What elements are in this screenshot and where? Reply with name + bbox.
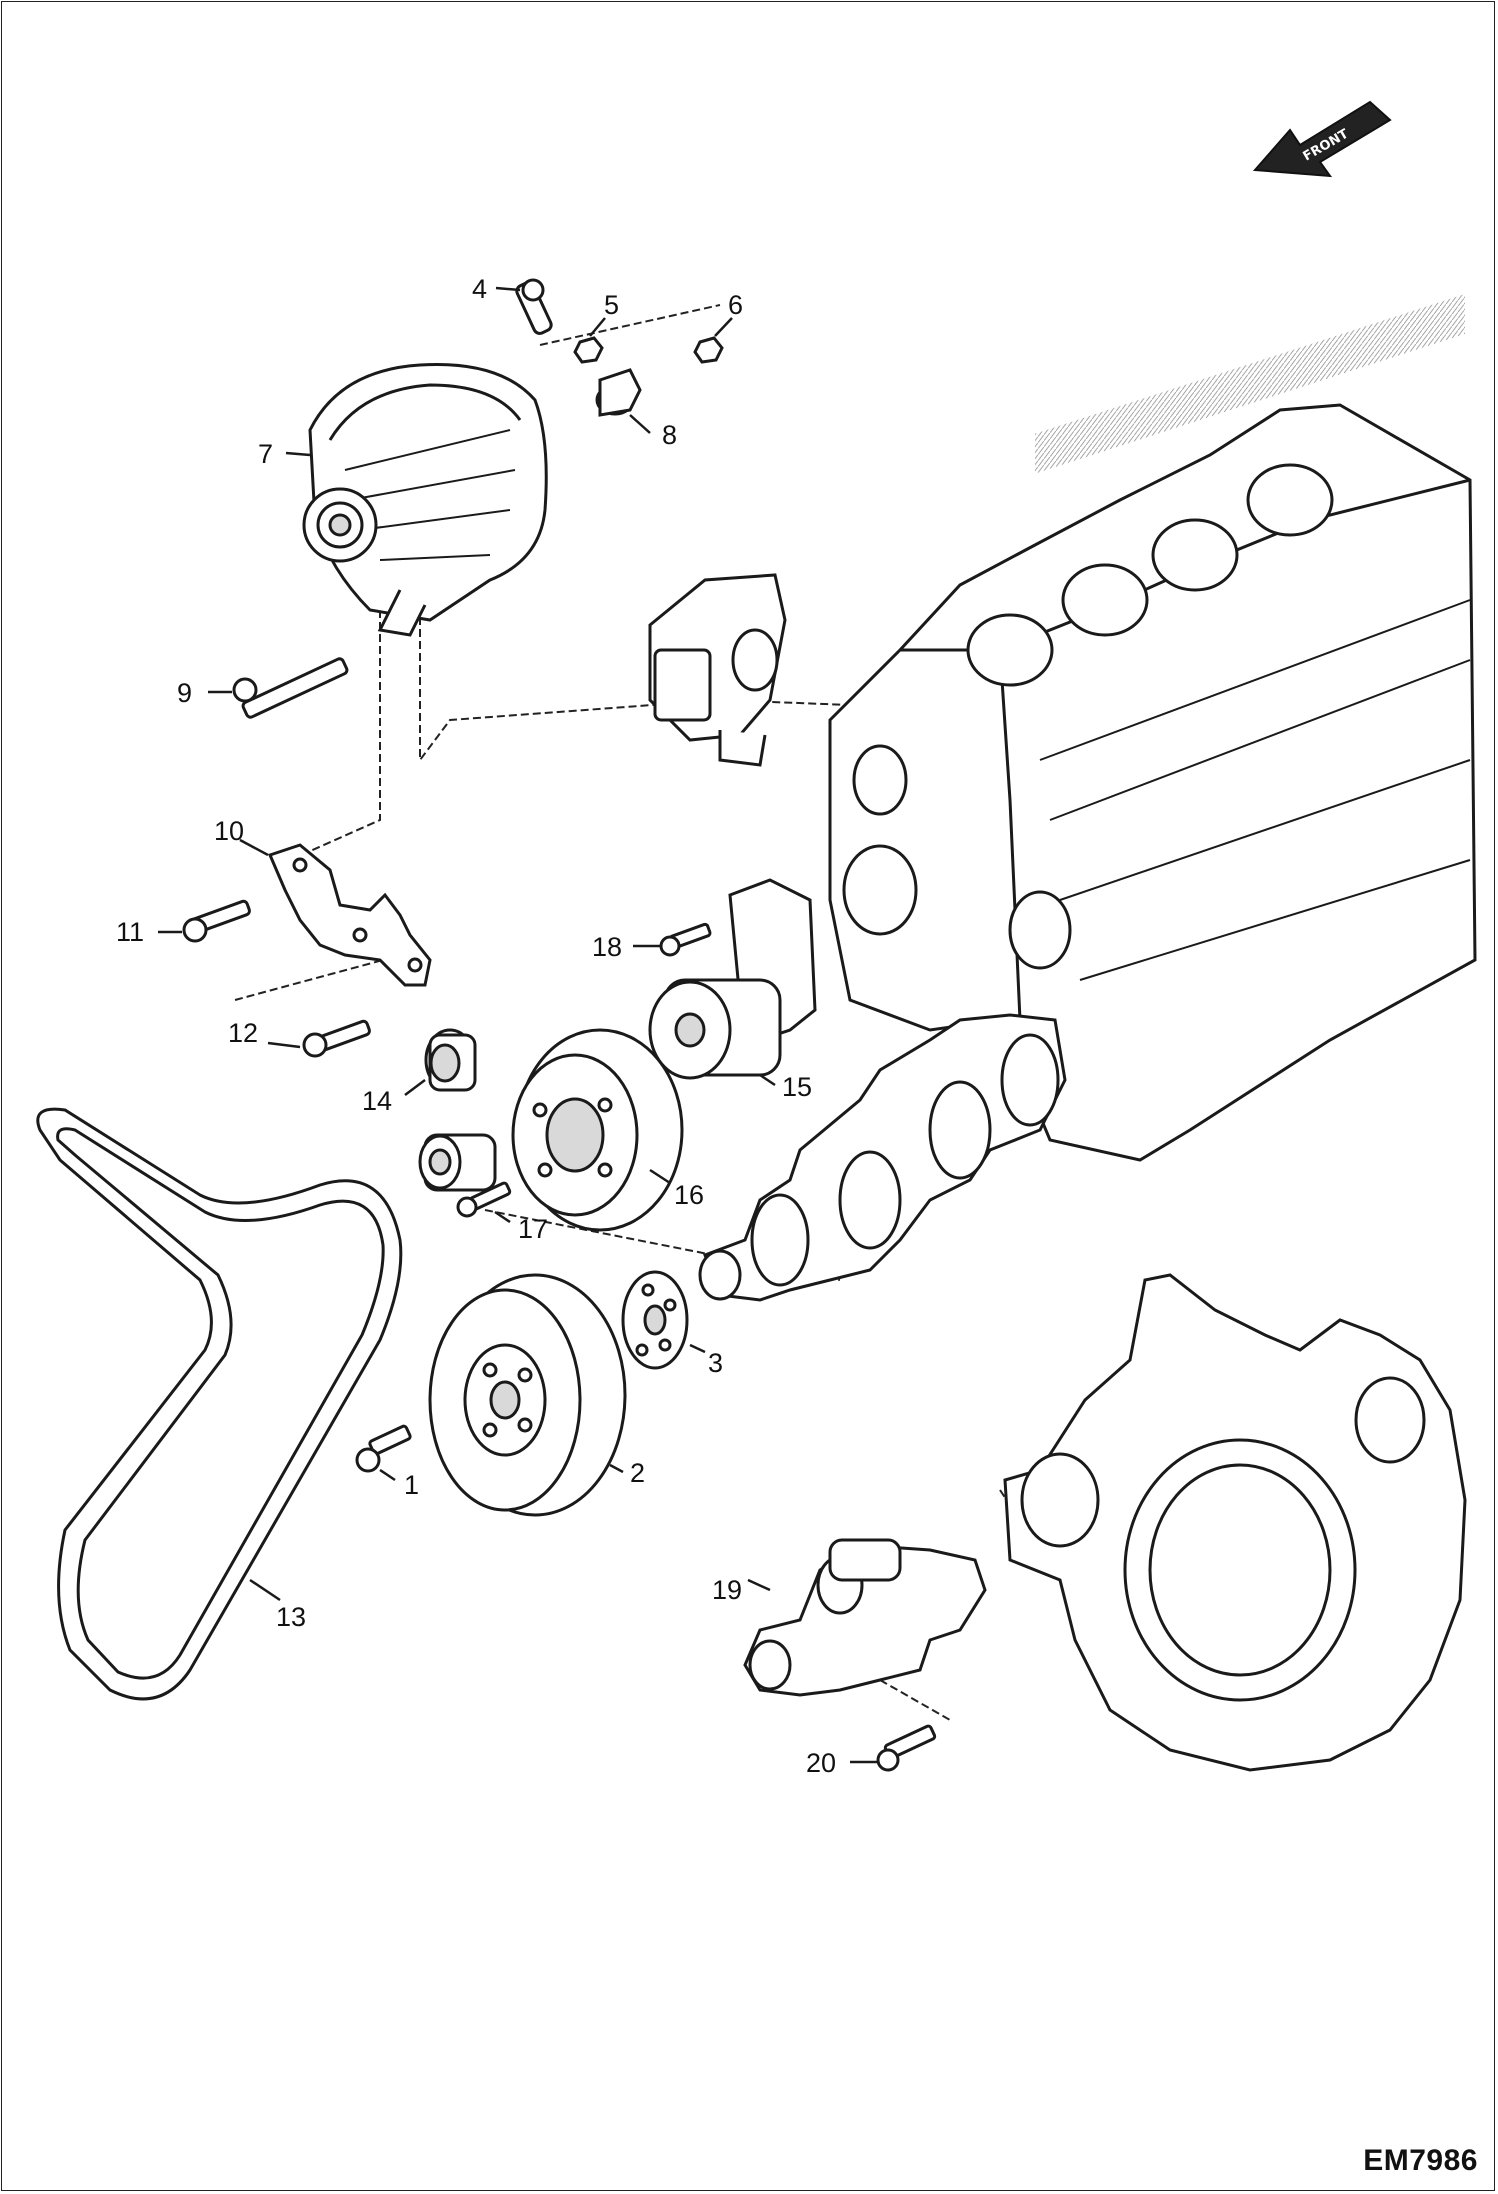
water-pump-pulley-part-16 [511,1028,684,1232]
starter-motor-part-19 [743,1538,987,1697]
callout-9: 9 [177,678,193,708]
callout-13: 13 [276,1602,307,1632]
bolt-part-20 [876,1724,937,1772]
callout-19: 19 [712,1575,743,1605]
crankshaft-pulley-part-2 [428,1273,627,1517]
alternator-part-7 [302,362,548,637]
bolt-part-4 [515,278,553,335]
bolt-part-17 [456,1181,512,1218]
idler-part-14 [424,1028,477,1092]
spacer-part-8 [595,368,642,417]
callout-12: 12 [228,1018,259,1048]
bolt-part-11 [182,899,251,943]
callout-leaders [158,286,878,1764]
water-pump-part-15 [648,878,817,1080]
callout-20: 20 [806,1748,837,1778]
flywheel-housing [1003,1273,1467,1772]
bolt-part-1 [355,1424,412,1473]
callout-7: 7 [258,439,274,469]
figure-code: EM7986 [1363,2144,1478,2177]
thermostat-housing [648,573,787,767]
callout-8: 8 [662,420,678,450]
callout-11: 11 [116,917,145,947]
callout-4: 4 [472,274,488,304]
bracket-part-10 [267,843,432,987]
callout-2: 2 [630,1458,646,1488]
callout-18: 18 [592,932,623,962]
callout-5: 5 [604,290,620,320]
callout-17: 17 [518,1214,549,1244]
nut-part-5 [573,336,604,364]
callout-16: 16 [674,1180,705,1210]
drive-belt-part-13 [36,1107,403,1701]
nut-part-6 [693,336,724,364]
tensioner-part-17-pulley [418,1133,497,1192]
engine-block [828,293,1477,1162]
callout-10: 10 [214,816,245,846]
callout-15: 15 [782,1072,813,1102]
front-arrow-icon: FRONT [1252,100,1392,178]
crankshaft [698,1013,1067,1302]
spacer-plate-part-3 [621,1270,689,1370]
bolt-part-12 [302,1019,371,1058]
callout-14: 14 [362,1086,393,1116]
callout-6: 6 [728,290,744,320]
bolt-part-9 [232,657,349,719]
bolt-part-18 [659,922,712,957]
callout-3: 3 [708,1348,724,1378]
callout-1: 1 [404,1470,420,1500]
